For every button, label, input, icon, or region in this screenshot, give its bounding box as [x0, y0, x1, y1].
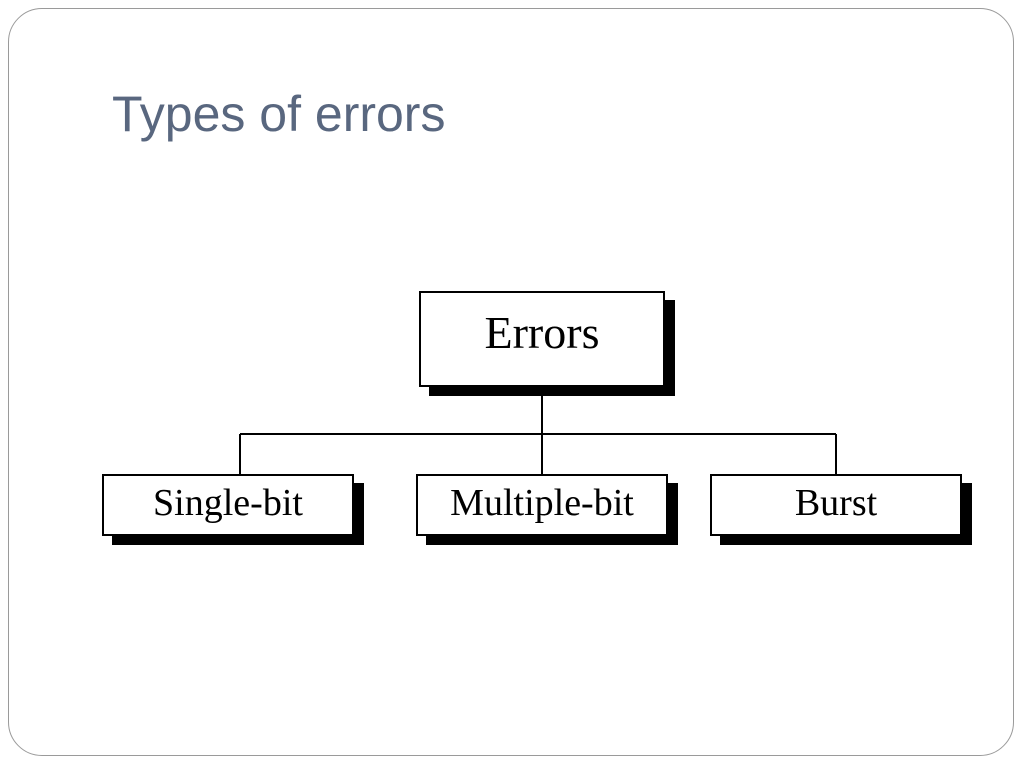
node-burst: Burst [710, 474, 962, 536]
node-errors-label: Errors [484, 306, 600, 358]
node-single-bit: Single-bit [102, 474, 354, 536]
node-burst-label: Burst [794, 482, 878, 524]
node-multiple-bit: Multiple-bit [416, 474, 668, 536]
node-single-bit-label: Single-bit [153, 482, 303, 524]
slide-title: Types of errors [112, 86, 446, 142]
node-errors: Errors [419, 291, 665, 387]
node-multiple-bit-label: Multiple-bit [450, 482, 634, 524]
